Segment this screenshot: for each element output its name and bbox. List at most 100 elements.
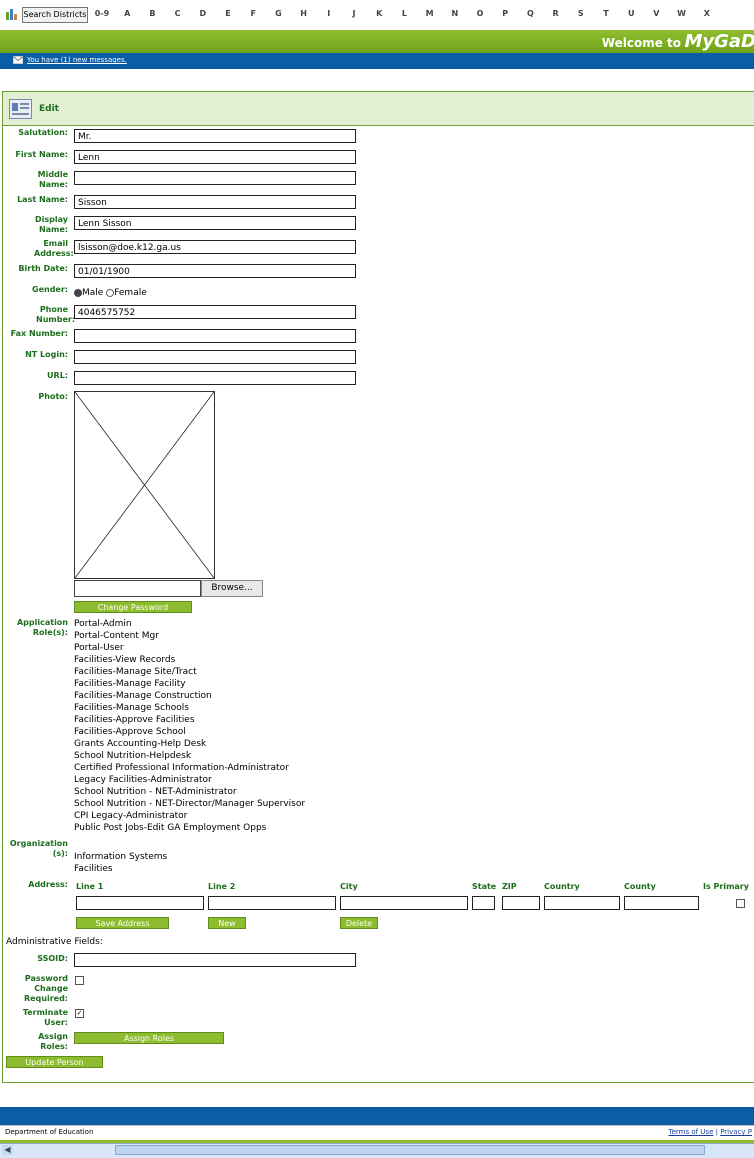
footer-links: Terms of Use | Privacy P bbox=[668, 1128, 752, 1136]
gender-label: Gender: bbox=[32, 285, 68, 294]
scrollbar-thumb[interactable] bbox=[115, 1145, 705, 1155]
department-name: Department of Education bbox=[5, 1128, 94, 1136]
nt-login-field[interactable] bbox=[74, 350, 356, 364]
broken-image-icon bbox=[74, 391, 215, 579]
welcome-prefix: Welcome to bbox=[601, 36, 681, 50]
alphabet-letter[interactable]: W bbox=[677, 9, 686, 18]
alphabet-letter[interactable]: N bbox=[451, 9, 459, 18]
alphabet-letter[interactable]: I bbox=[327, 9, 331, 18]
alphabet-letter[interactable]: J bbox=[352, 9, 356, 18]
welcome-banner: Welcome to MyGaD bbox=[602, 31, 754, 52]
alphabet-letter[interactable]: R bbox=[552, 9, 559, 18]
state-header: State bbox=[472, 882, 497, 891]
ssoid-label: SSOID: bbox=[37, 954, 68, 963]
edit-title: Edit bbox=[39, 104, 59, 114]
male-label: Male bbox=[82, 288, 104, 298]
footer-separator: | bbox=[715, 1128, 718, 1136]
alphabet-letter[interactable]: P bbox=[502, 9, 509, 18]
alphabet-letter[interactable]: Q bbox=[526, 9, 534, 18]
alphabet-letter[interactable]: F bbox=[250, 9, 256, 18]
change-password-button[interactable]: Change Password bbox=[74, 601, 192, 613]
address-zip-field[interactable] bbox=[502, 896, 540, 910]
ssoid-field[interactable] bbox=[74, 953, 356, 967]
address-line1-field[interactable] bbox=[76, 896, 204, 910]
birth-date-label: Birth Date: bbox=[18, 264, 68, 273]
salutation-field[interactable]: Mr. bbox=[74, 129, 356, 143]
search-districts-button[interactable]: Search Districts bbox=[22, 7, 88, 23]
alphabet-letter[interactable]: D bbox=[199, 9, 207, 18]
last-name-label: Last Name: bbox=[17, 195, 68, 204]
address-state-field[interactable] bbox=[472, 896, 495, 910]
browse-button[interactable]: Browse... bbox=[201, 580, 263, 597]
alphabet-letter[interactable]: H bbox=[300, 9, 307, 18]
footer-green-stripe bbox=[0, 1140, 754, 1143]
line1-header: Line 1 bbox=[76, 882, 104, 891]
alphabet-letter[interactable]: E bbox=[225, 9, 231, 18]
female-radio[interactable] bbox=[106, 288, 115, 297]
birth-date-field[interactable]: 01/01/1900 bbox=[74, 264, 356, 278]
male-radio[interactable] bbox=[74, 288, 82, 297]
url-field[interactable] bbox=[74, 371, 356, 385]
role-item: School Nutrition - NET-Administrator bbox=[74, 787, 237, 797]
first-name-label: First Name: bbox=[15, 150, 68, 159]
alphabet-letter[interactable]: G bbox=[275, 9, 282, 18]
address-county-field[interactable] bbox=[624, 896, 699, 910]
phone-field[interactable]: 4046575752 bbox=[74, 305, 356, 319]
delete-address-button[interactable]: Delete bbox=[340, 917, 378, 929]
password-change-checkbox[interactable] bbox=[75, 976, 84, 985]
middle-name-field[interactable] bbox=[74, 171, 356, 185]
alphabet-letter[interactable]: K bbox=[376, 9, 383, 18]
role-item: Portal-Admin bbox=[74, 619, 132, 629]
alphabet-letter[interactable]: 0-9 bbox=[94, 9, 110, 18]
photo-file-field[interactable] bbox=[74, 580, 201, 597]
fax-field[interactable] bbox=[74, 329, 356, 343]
url-label: URL: bbox=[47, 371, 68, 380]
email-field[interactable]: lsisson@doe.k12.ga.us bbox=[74, 240, 356, 254]
alphabet-letter[interactable]: B bbox=[149, 9, 156, 18]
privacy-link[interactable]: Privacy P bbox=[720, 1128, 752, 1136]
organization-item: Information Systems bbox=[74, 852, 168, 862]
address-line2-field[interactable] bbox=[208, 896, 336, 910]
alphabet-letter[interactable]: U bbox=[627, 9, 635, 18]
role-item: Grants Accounting-Help Desk bbox=[74, 739, 207, 749]
save-address-button[interactable]: Save Address bbox=[76, 917, 169, 929]
assign-roles-button[interactable]: Assign Roles bbox=[74, 1032, 224, 1044]
districts-icon bbox=[6, 9, 17, 20]
is-primary-checkbox[interactable] bbox=[736, 899, 745, 908]
address-city-field[interactable] bbox=[340, 896, 468, 910]
footer-divider bbox=[0, 1125, 754, 1126]
country-header: Country bbox=[544, 882, 580, 891]
first-name-field[interactable]: Lenn bbox=[74, 150, 356, 164]
alphabet-letter[interactable]: X bbox=[703, 9, 710, 18]
role-item: Facilities-Manage Facility bbox=[74, 679, 186, 689]
role-item: Portal-User bbox=[74, 643, 124, 653]
organization-item: Facilities bbox=[74, 864, 113, 874]
alphabet-letter[interactable]: C bbox=[174, 9, 181, 18]
alphabet-letter[interactable]: S bbox=[577, 9, 584, 18]
alphabet-letter[interactable]: L bbox=[401, 9, 407, 18]
brand-name: MyGaD bbox=[684, 31, 754, 52]
address-country-field[interactable] bbox=[544, 896, 620, 910]
update-person-button[interactable]: Update Person bbox=[6, 1056, 103, 1068]
alphabet-letter[interactable]: O bbox=[476, 9, 484, 18]
gender-radio-group: Male Female bbox=[74, 288, 147, 298]
roles-label: Application Role(s): bbox=[16, 618, 68, 637]
role-item: Legacy Facilities-Administrator bbox=[74, 775, 212, 785]
terminate-user-checkbox[interactable]: ✓ bbox=[75, 1009, 84, 1018]
display-name-field[interactable]: Lenn Sisson bbox=[74, 216, 356, 230]
new-messages-link[interactable]: You have (1) new messages. bbox=[27, 56, 127, 64]
terms-of-use-link[interactable]: Terms of Use bbox=[668, 1128, 714, 1136]
alphabet-letter[interactable]: A bbox=[124, 9, 131, 18]
salutation-label: Salutation: bbox=[18, 128, 68, 137]
assign-roles-label: Assign Roles: bbox=[38, 1032, 68, 1051]
alphabet-letter[interactable]: V bbox=[653, 9, 660, 18]
welcome-bar bbox=[0, 30, 754, 53]
alphabet-letter[interactable]: T bbox=[603, 9, 609, 18]
new-address-button[interactable]: New bbox=[208, 917, 246, 929]
phone-label: Phone Number: bbox=[36, 305, 76, 324]
alphabet-letter[interactable]: M bbox=[425, 9, 434, 18]
role-item: Portal-Content Mgr bbox=[74, 631, 159, 641]
county-header: County bbox=[624, 882, 656, 891]
last-name-field[interactable]: Sisson bbox=[74, 195, 356, 209]
scroll-left-icon[interactable]: ◀ bbox=[2, 1145, 13, 1155]
